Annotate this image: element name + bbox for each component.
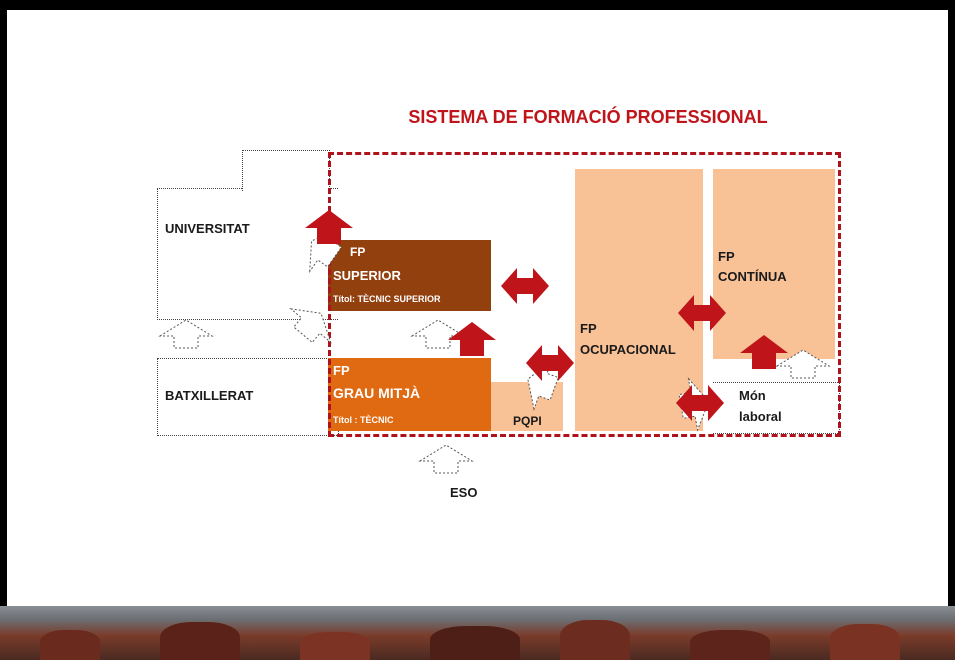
batxillerat-label: BATXILLERAT <box>165 388 254 403</box>
fp-superior-block <box>328 240 491 311</box>
up-arrow-icon <box>305 210 353 244</box>
arrows-layer <box>159 210 830 474</box>
fp-superior-line2: SUPERIOR <box>333 268 401 283</box>
fp-grau-mitja-title: Títol : TÈCNIC <box>333 415 394 425</box>
classroom-photo <box>0 606 955 660</box>
fp-continua-line2: CONTÍNUA <box>718 269 787 284</box>
universitat-box-top <box>242 150 330 191</box>
fp-continua-line1: FP <box>718 249 735 264</box>
fp-grau-mitja-line1: FP <box>333 363 350 378</box>
fp-ocupacional-line2: OCUPACIONAL <box>580 342 676 357</box>
universitat-box <box>157 188 338 320</box>
mon-laboral-box <box>713 382 840 434</box>
fp-grau-mitja-line2: GRAU MITJÀ <box>333 385 421 401</box>
pqpi-label: PQPI <box>513 414 542 428</box>
outline-arrow-icon <box>776 349 830 379</box>
universitat-label: UNIVERSITAT <box>165 221 250 236</box>
page-title: SISTEMA DE FORMACIÓ PROFESSIONAL <box>408 107 768 127</box>
batxillerat-box <box>157 358 339 436</box>
fp-ocupacional-line1: FP <box>580 321 597 336</box>
fp-superior-line1: FP <box>350 245 366 259</box>
outline-arrow-icon <box>282 296 342 352</box>
fp-grau-mitja-block <box>328 358 491 431</box>
outline-arrow-icon <box>159 319 213 349</box>
fp-ocupacional-block <box>575 169 703 431</box>
outline-arrow-icon <box>419 444 473 474</box>
mon-laboral-line1: Món <box>739 388 766 403</box>
double-arrow-icon <box>501 268 549 304</box>
fp-system-frame <box>328 152 841 437</box>
fp-continua-block <box>713 169 835 359</box>
slide: SISTEMA DE FORMACIÓ PROFESSIONAL UNIVERS… <box>7 10 948 606</box>
up-arrow-icon <box>448 322 496 356</box>
double-arrow-icon <box>678 295 726 331</box>
eso-label: ESO <box>450 485 478 500</box>
mon-laboral-line2: laboral <box>739 409 782 424</box>
fp-superior-title: Títol: TÈCNIC SUPERIOR <box>333 294 441 304</box>
